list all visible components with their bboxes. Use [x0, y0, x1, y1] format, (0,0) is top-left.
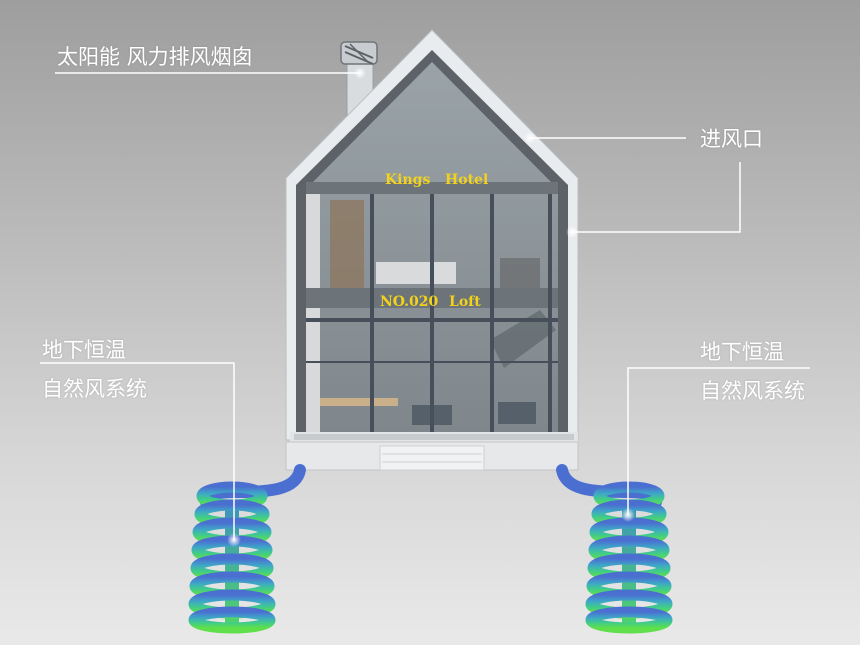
- inlet-label: 进风口: [700, 127, 763, 151]
- sign-number: NO.020: [380, 294, 439, 310]
- right-system-callout-line: [627, 367, 810, 515]
- sign-kings: Kings: [385, 172, 431, 188]
- left-system-label-line2: 自然风系统: [42, 377, 147, 401]
- right-system-label-line2: 自然风系统: [700, 379, 805, 403]
- sign-loft: Loft: [449, 294, 481, 310]
- sign-hotel: Hotel: [445, 172, 489, 188]
- right-system-label-line1: 地下恒温: [700, 340, 784, 364]
- callout-glows: [227, 67, 635, 547]
- house-frame: [285, 29, 579, 471]
- right-underground-coil: [556, 464, 673, 634]
- callout-lines: [40, 72, 810, 540]
- left-underground-coil: [188, 464, 306, 634]
- vent-callout-line: [572, 162, 741, 233]
- chimney-label: 太阳能 风力排风烟囱: [57, 45, 253, 69]
- left-system-label-line1: 地下恒温: [42, 338, 126, 362]
- left-system-callout-line: [40, 362, 235, 540]
